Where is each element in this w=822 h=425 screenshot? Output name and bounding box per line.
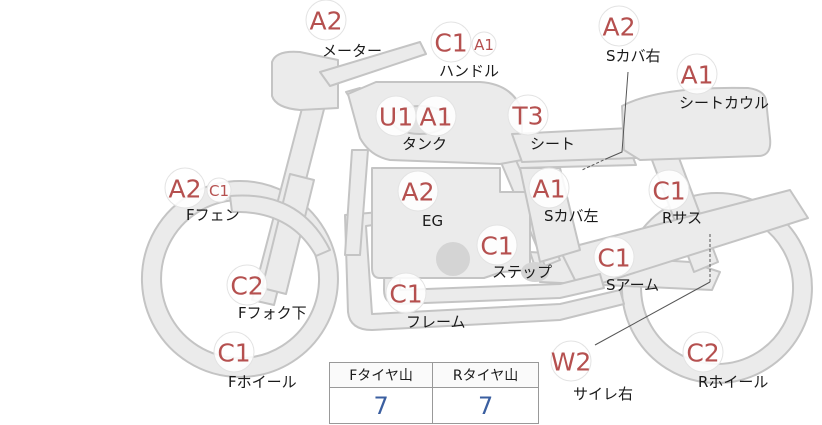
label-handle: ハンドル [439, 62, 499, 80]
grade-badge-front-wheel-1: C1 [213, 331, 255, 373]
grade-badge-handle-1: C1 [430, 21, 472, 63]
grade-badges: A2 C1 A1 A2 A1 U1 A1 T3 A2 C1 A2 A1 C1 C… [164, 0, 724, 382]
s-cover-right-leader [607, 71, 629, 159]
label-rear-sus: Rサス [662, 209, 702, 227]
svg-text:C1: C1 [389, 280, 422, 309]
tire-tread-table: Fタイヤ山 Rタイヤ山 7 7 [328, 362, 539, 424]
svg-text:C2: C2 [230, 272, 263, 301]
svg-text:A1: A1 [419, 103, 452, 132]
svg-text:A2: A2 [401, 178, 434, 207]
label-front-fender: Fフェン [186, 206, 240, 224]
rear-tread-header: Rタイヤ山 [432, 362, 539, 388]
grade-badge-s-cover-left-1: A1 [528, 167, 570, 209]
grade-badge-seat-cowl-1: A1 [676, 53, 718, 95]
grade-badge-step-1: C1 [476, 224, 518, 266]
label-silencer-right: サイレ右 [573, 385, 633, 403]
label-front-fork: Fフォク下 [238, 304, 307, 322]
label-seat: シート [530, 135, 575, 153]
front-fender-shape [229, 194, 331, 257]
silencer-leader [594, 281, 711, 346]
tire-tread-value-row: 7 7 [328, 387, 539, 424]
label-tank: タンク [402, 135, 447, 153]
grade-badge-front-fender-1: A2 [164, 167, 206, 209]
grade-badge-tank-1: U1 [375, 95, 417, 137]
svg-text:A2: A2 [309, 7, 342, 36]
grade-badge-front-fender-2: C1 [206, 177, 232, 203]
grade-badge-rear-wheel-1: C2 [682, 331, 724, 373]
label-frame: フレーム [406, 313, 466, 331]
label-meter: メーター [322, 42, 382, 60]
grade-badge-handle-2: A1 [471, 31, 497, 57]
svg-text:U1: U1 [379, 103, 413, 132]
grade-badge-s-cover-right-1: A2 [598, 5, 640, 47]
seat-cowl-shape [621, 86, 772, 161]
label-step: ステップ [492, 263, 552, 281]
svg-text:C1: C1 [480, 232, 513, 261]
svg-text:A1: A1 [474, 36, 494, 54]
svg-text:W2: W2 [551, 348, 592, 377]
handlebar-shape [319, 41, 427, 87]
frame-down-shape [344, 149, 369, 256]
label-swing-arm: Sアーム [606, 276, 659, 294]
svg-text:C1: C1 [209, 182, 229, 200]
headlight-shape [271, 50, 339, 111]
part-labels: メーター ハンドル Sカバ右 シートカウル タンク シート Fフェン EG Sカ… [186, 42, 769, 403]
svg-text:C2: C2 [686, 339, 719, 368]
grade-badge-silencer-right-1: W2 [550, 340, 592, 382]
grade-badge-engine-1: A2 [397, 170, 439, 212]
label-rear-wheel: Rホイール [698, 373, 768, 391]
grade-badge-seat-1: T3 [507, 94, 549, 136]
grade-badge-swing-arm-1: C1 [593, 236, 635, 278]
fork-tube-shape [261, 173, 315, 295]
callout-lines [581, 71, 711, 346]
engine-hub-shape [436, 242, 470, 276]
svg-text:C1: C1 [217, 339, 250, 368]
grade-badge-frame-1: C1 [385, 272, 427, 314]
grade-badge-tank-2: A1 [415, 95, 457, 137]
svg-text:A1: A1 [680, 61, 713, 90]
label-s-cover-right: Sカバ右 [606, 47, 661, 65]
svg-text:C1: C1 [434, 29, 467, 58]
step-peg-shape [521, 262, 549, 282]
front-tread-header: Fタイヤ山 [328, 362, 434, 388]
svg-text:A2: A2 [168, 175, 201, 204]
label-engine: EG [422, 212, 443, 230]
label-s-cover-left: Sカバ左 [544, 207, 599, 225]
rear-tread-value: 7 [432, 387, 539, 424]
svg-text:A2: A2 [602, 13, 635, 42]
tire-tread-header-row: Fタイヤ山 Rタイヤ山 [328, 362, 539, 388]
grade-badge-front-fork-1: C2 [226, 264, 268, 306]
grade-badge-meter-1: A2 [305, 0, 347, 41]
grade-badge-rear-sus-1: C1 [648, 169, 690, 211]
svg-text:C1: C1 [652, 177, 685, 206]
front-tread-value: 7 [328, 387, 434, 424]
svg-text:A1: A1 [532, 175, 565, 204]
label-front-wheel: Fホイール [228, 373, 297, 391]
label-seat-cowl: シートカウル [679, 94, 769, 112]
svg-text:C1: C1 [597, 244, 630, 273]
svg-text:T3: T3 [511, 102, 543, 131]
